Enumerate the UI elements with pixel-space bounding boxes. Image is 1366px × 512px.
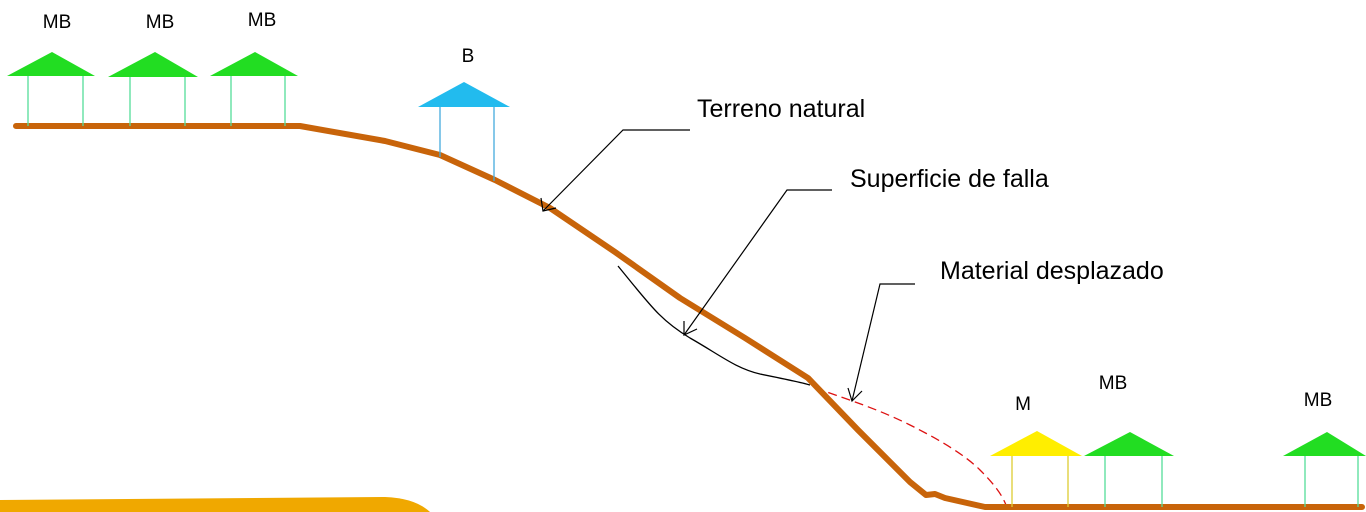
failure-surface-label: Superficie de falla (850, 165, 1049, 193)
house-roof (108, 52, 198, 77)
terrain-line (13, 123, 1365, 510)
arrowhead (540, 197, 557, 212)
house-label: M (1015, 394, 1031, 415)
house-bottom-3: MB (1283, 390, 1366, 507)
leader-line (542, 129, 690, 212)
displaced-material-curve (814, 387, 1007, 506)
house-top-2: MB (108, 12, 198, 126)
house-bottom-1: M (990, 394, 1082, 507)
terrain-label: Terreno natural (697, 95, 865, 123)
house-label: MB (248, 10, 277, 31)
house-label: MB (1099, 373, 1128, 394)
house-label: MB (1304, 390, 1333, 411)
house-roof (1084, 432, 1174, 456)
leader-line (683, 189, 832, 336)
house-roof (418, 82, 510, 107)
callout-failure-surface: Superficie de falla (683, 165, 1049, 336)
house-slope-1: B (418, 46, 510, 181)
house-roof (7, 52, 95, 76)
house-top-3: MB (210, 10, 298, 126)
callout-terrain: Terreno natural (540, 95, 865, 212)
house-label: B (462, 46, 475, 67)
arrowhead (683, 321, 698, 336)
house-roof (1283, 432, 1366, 456)
house-top-1: MB (7, 12, 95, 126)
callout-displaced-material: Material desplazado (847, 257, 1164, 403)
house-roof (990, 431, 1082, 456)
house-label: MB (146, 12, 175, 33)
house-label: MB (43, 12, 72, 33)
arrowhead (847, 387, 863, 403)
leader-line (851, 283, 915, 402)
failure-surface-curve (617, 265, 811, 386)
corner-panel (0, 497, 430, 512)
displaced-material-label: Material desplazado (940, 257, 1164, 285)
house-bottom-2: MB (1084, 373, 1174, 507)
house-roof (210, 52, 298, 76)
